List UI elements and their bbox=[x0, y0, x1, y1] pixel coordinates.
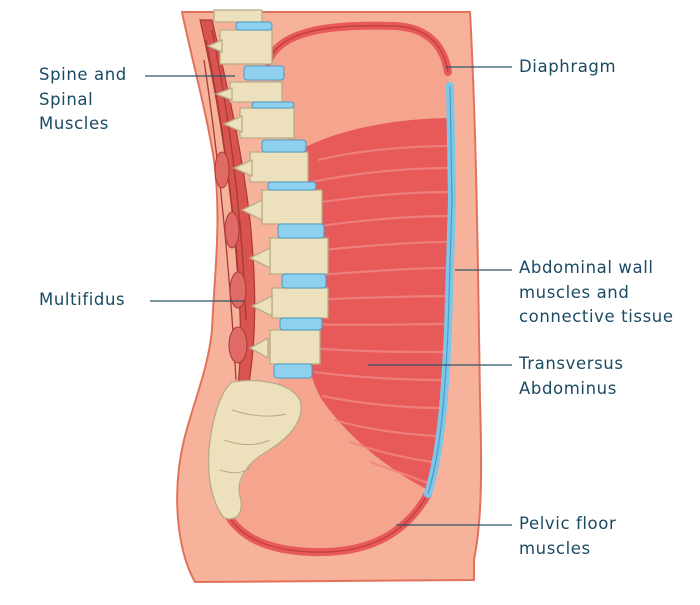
label-line: Transversus bbox=[519, 354, 624, 373]
label-line: muscles and bbox=[519, 282, 630, 302]
label-line: Multifidus bbox=[39, 290, 126, 309]
vertebra bbox=[269, 237, 329, 275]
label-line: Diaphragm bbox=[519, 57, 617, 76]
label-line: Muscles bbox=[39, 114, 109, 133]
vertebra bbox=[213, 9, 263, 23]
vertebra bbox=[249, 151, 309, 183]
label-pelvic-floor-muscles: Pelvic floor muscles bbox=[519, 512, 616, 561]
label-multifidus: Multifidus bbox=[39, 288, 125, 313]
label-transversus-abdominus: Transversus Abdominus bbox=[519, 352, 624, 401]
vertebra bbox=[239, 107, 295, 139]
label-line: connective tissue bbox=[519, 307, 674, 326]
spine-vertebrae bbox=[206, 9, 329, 365]
leader-lines bbox=[145, 66, 512, 526]
label-line: Spine and bbox=[39, 65, 127, 84]
label-line: muscles bbox=[519, 538, 591, 558]
intervertebral-discs bbox=[235, 21, 327, 379]
vertebra bbox=[271, 287, 329, 319]
label-spine-and-spinal-muscles: Spine and Spinal Muscles bbox=[39, 63, 127, 137]
vertebra bbox=[219, 29, 273, 65]
transversus-abdominus-muscle bbox=[296, 118, 452, 490]
muscle-fiber-stripes bbox=[301, 144, 451, 486]
label-line: Spinal bbox=[39, 89, 94, 109]
vertebra bbox=[229, 81, 283, 103]
label-line: Abdominus bbox=[519, 378, 617, 398]
label-line: Pelvic floor bbox=[519, 514, 617, 533]
vertebra bbox=[261, 189, 323, 225]
label-diaphragm: Diaphragm bbox=[519, 55, 616, 80]
label-line: Abdominal wall bbox=[519, 258, 654, 277]
label-abdominal-wall: Abdominal wall muscles and connective ti… bbox=[519, 256, 674, 330]
vertebra bbox=[269, 329, 321, 365]
